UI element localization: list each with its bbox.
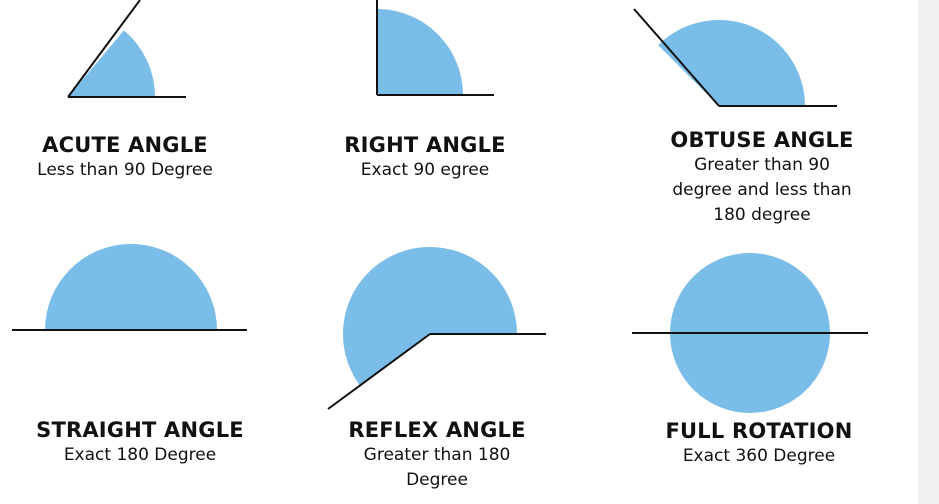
obtuse-angle-description: Greater than 90 degree and less than 180…	[672, 155, 852, 225]
reflex-angle-wedge	[343, 246, 517, 386]
right-angle-description: Exact 90 egree	[360, 160, 490, 180]
acute-angle-second-ray	[67, 0, 141, 98]
full-rotation-description: Exact 360 Degree	[682, 446, 836, 466]
full-rotation-figure	[632, 253, 868, 413]
right-edge-strip	[918, 0, 939, 504]
straight-angle-description: Exact 180 Degree	[63, 445, 217, 465]
obtuse-angle-wedge	[658, 20, 805, 106]
reflex-angle-title: REFLEX ANGLE	[348, 418, 526, 442]
reflex-angle-figure	[327, 246, 546, 410]
acute-angle-wedge	[68, 30, 155, 98]
right-angle-title: RIGHT ANGLE	[344, 133, 506, 157]
full-rotation-title: FULL ROTATION	[665, 419, 853, 443]
obtuse-angle-title: OBTUSE ANGLE	[670, 128, 854, 152]
obtuse-angle-second-ray	[633, 8, 720, 107]
reflex-angle-second-ray	[327, 333, 431, 410]
acute-angle-title: ACUTE ANGLE	[42, 133, 208, 157]
right-angle-figure	[376, 0, 494, 96]
right-angle-wedge	[377, 9, 463, 95]
straight-angle-figure	[12, 244, 247, 331]
acute-angle-description: Less than 90 Degree	[37, 160, 213, 180]
obtuse-angle-figure	[633, 8, 837, 107]
straight-angle-wedge	[45, 244, 217, 330]
reflex-angle-description: Greater than 180 Degree	[363, 445, 511, 490]
acute-angle-figure	[67, 0, 186, 98]
straight-angle-title: STRAIGHT ANGLE	[36, 418, 244, 442]
